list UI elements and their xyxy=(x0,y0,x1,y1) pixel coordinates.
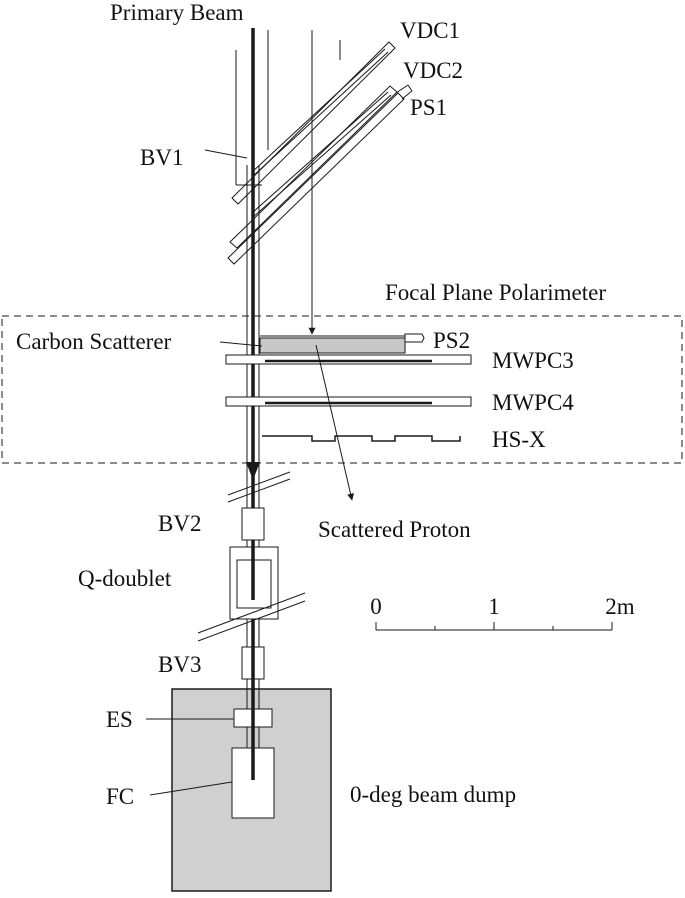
scattered-proton-arrow xyxy=(315,344,354,501)
bv1-pointer xyxy=(204,149,248,159)
scale-bar xyxy=(375,622,613,631)
label-beam-dump: 0-deg beam dump xyxy=(350,782,516,807)
label-vdc2: VDC2 xyxy=(403,58,463,83)
label-primary-beam: Primary Beam xyxy=(110,0,244,25)
pipe-break-lower xyxy=(197,592,306,642)
label-bv3: BV3 xyxy=(158,652,201,677)
polarimeter-box xyxy=(1,315,683,464)
scale-tick-2m: 2m xyxy=(605,594,635,619)
vdc1-detector xyxy=(231,41,396,205)
pipe-break-upper xyxy=(227,471,291,503)
label-es: ES xyxy=(106,707,133,732)
fc-pointer xyxy=(149,781,233,796)
ps2-counter xyxy=(260,333,425,343)
bv2-monitor xyxy=(241,507,265,541)
label-bv1: BV1 xyxy=(140,145,183,170)
label-mwpc3: MWPC3 xyxy=(492,348,574,373)
label-vdc1: VDC1 xyxy=(400,18,460,43)
carbon-scatterer xyxy=(259,337,406,354)
beam-arrow-head-1 xyxy=(246,462,260,480)
label-fc: FC xyxy=(106,784,134,809)
label-carbon-scatterer: Carbon Scatterer xyxy=(16,329,172,354)
scale-tick-0: 0 xyxy=(370,594,382,619)
carbon-scatterer-pointer xyxy=(219,341,263,347)
ps1-counter xyxy=(227,84,413,265)
label-mwpc4: MWPC4 xyxy=(492,390,574,415)
hsx-hodoscope xyxy=(262,435,461,442)
label-q-doublet: Q-doublet xyxy=(78,566,172,591)
label-hsx: HS-X xyxy=(492,427,546,452)
mwpc4-chamber xyxy=(225,396,472,407)
label-ps2: PS2 xyxy=(433,328,470,353)
label-focal-plane-polarimeter: Focal Plane Polarimeter xyxy=(385,280,606,305)
scale-tick-1: 1 xyxy=(488,594,500,619)
spectrometer-guide-lines xyxy=(235,30,341,186)
label-bv2: BV2 xyxy=(158,511,201,536)
label-scattered-proton: Scattered Proton xyxy=(318,517,471,542)
mwpc3-chamber xyxy=(225,354,472,365)
label-ps1: PS1 xyxy=(410,95,447,120)
vdc2-detector xyxy=(229,85,398,249)
